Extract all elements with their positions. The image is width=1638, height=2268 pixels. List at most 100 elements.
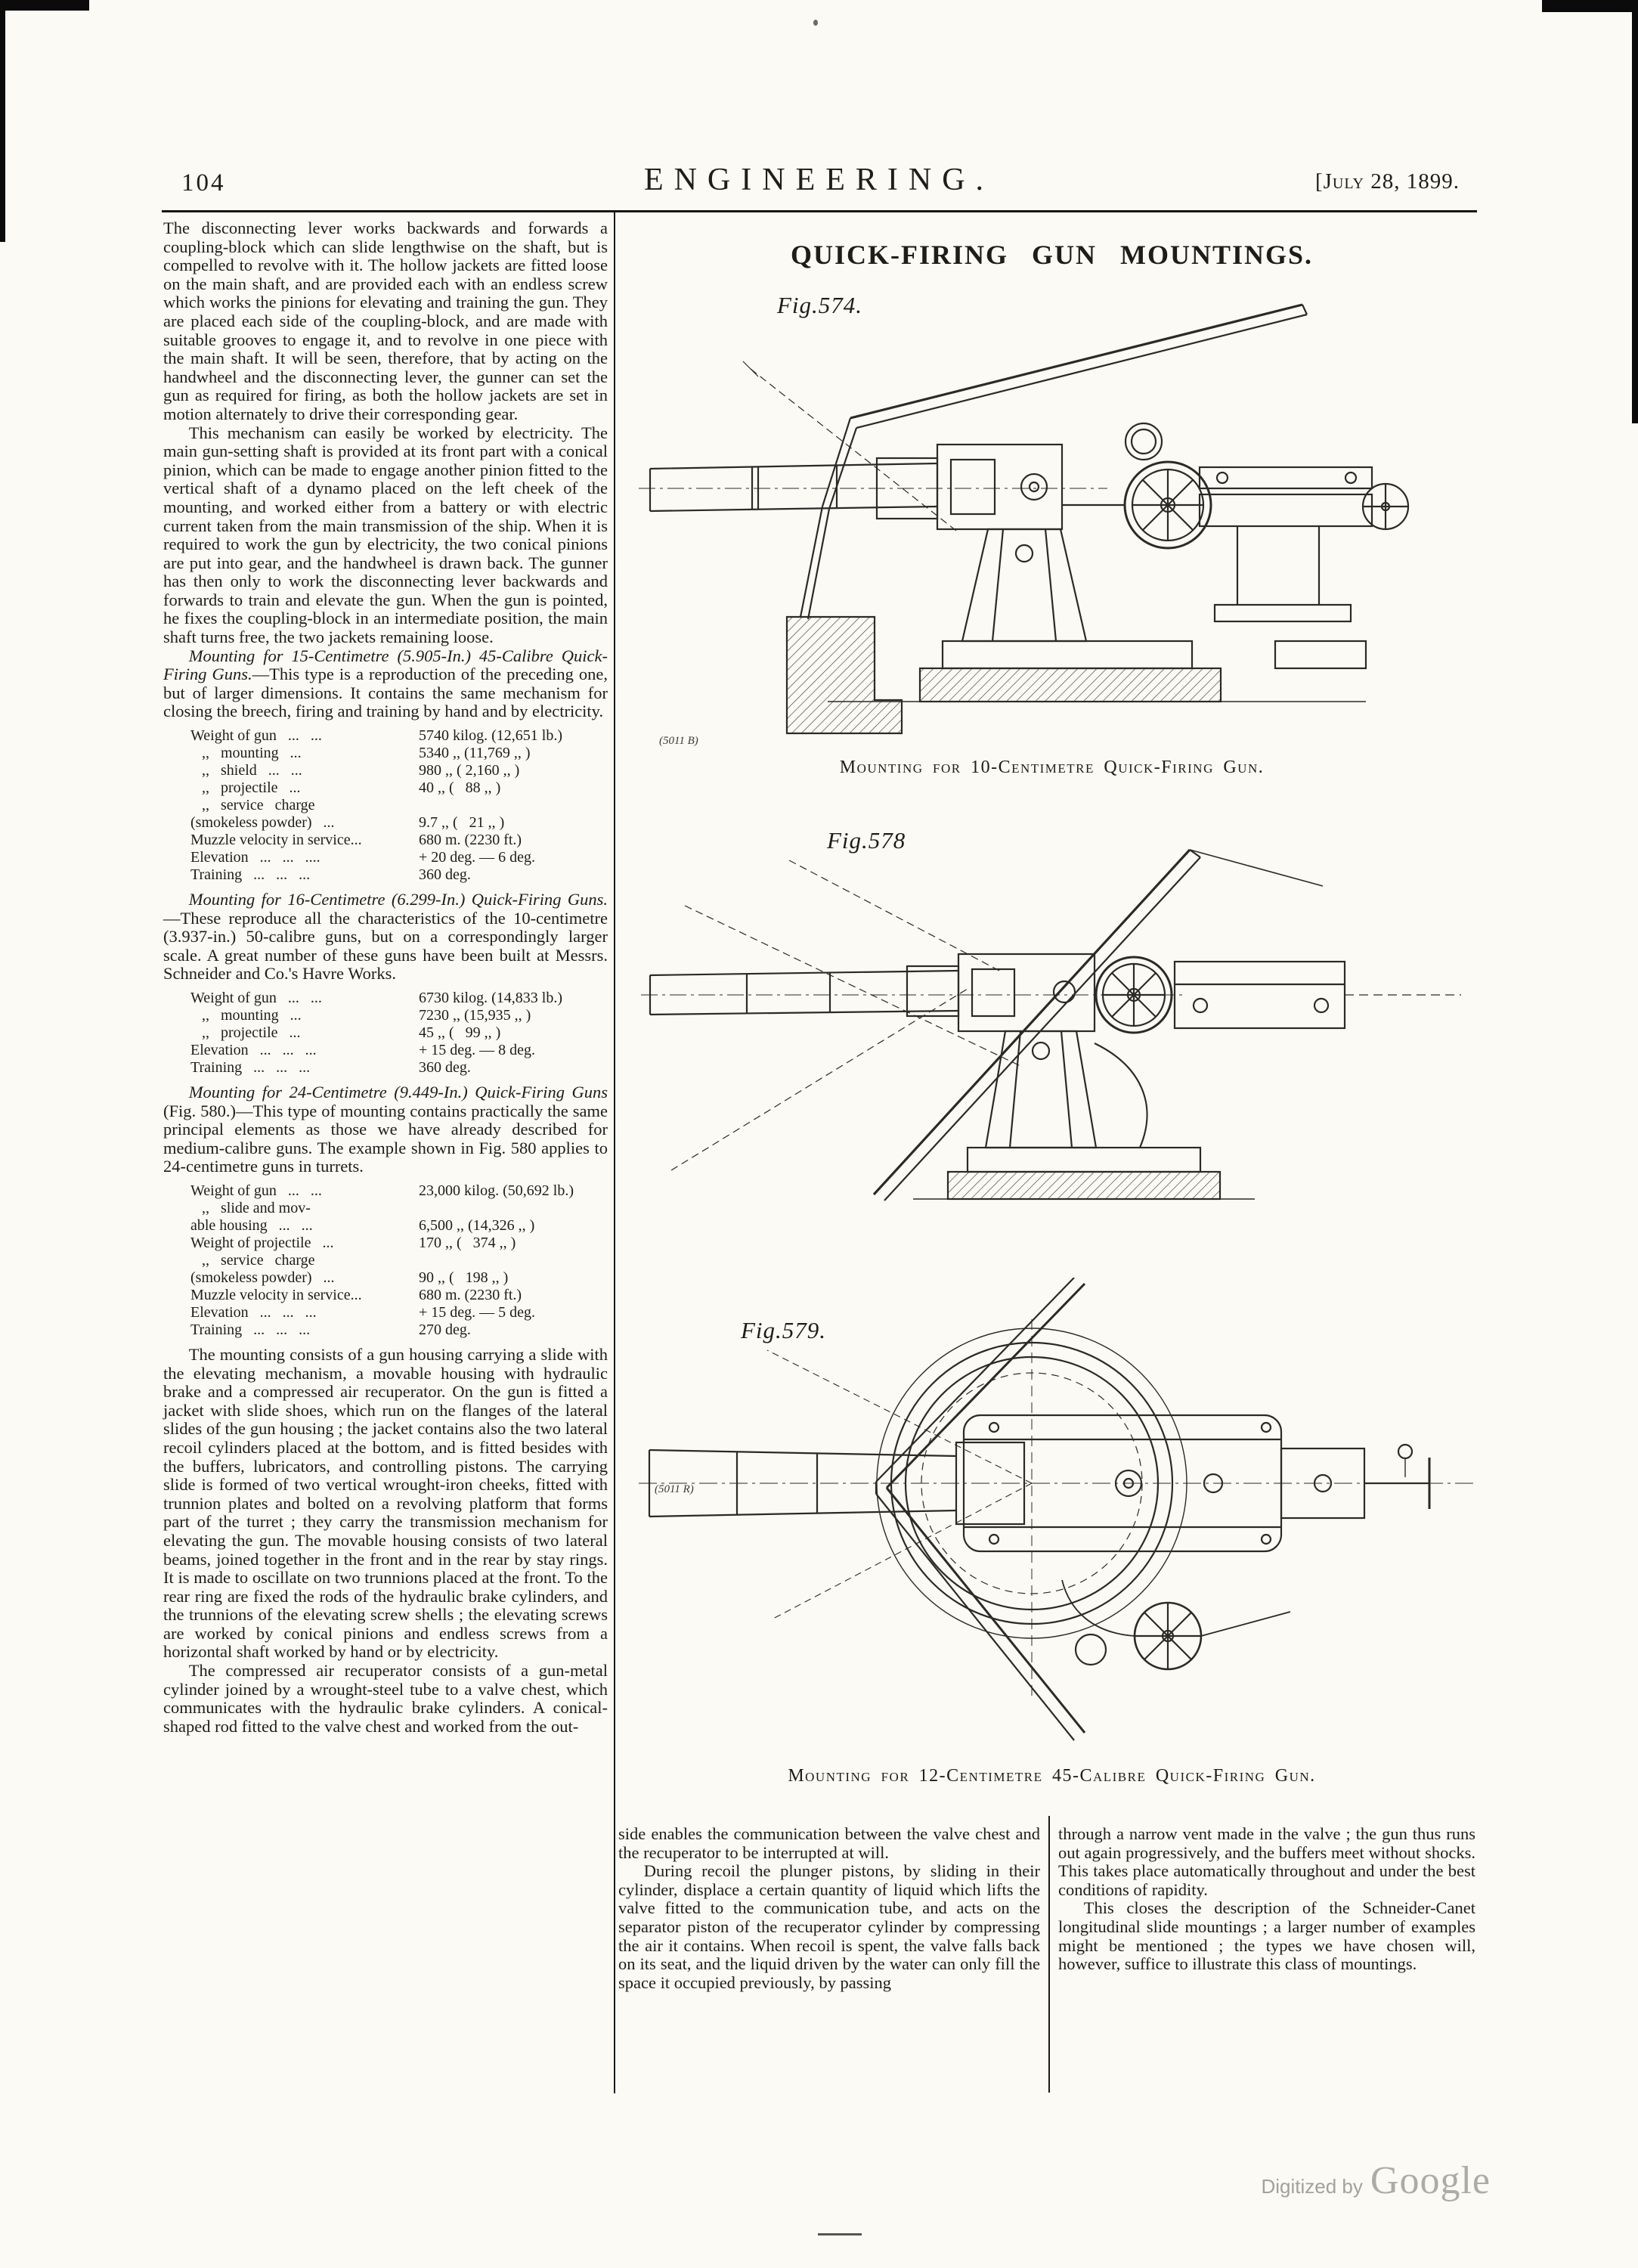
section-heading-15cm: Mounting for 15-Centimetre (5.905-In.) 4… [163, 646, 608, 684]
table-value [419, 1200, 608, 1217]
paragraph: side enables the communication between t… [618, 1824, 1040, 1862]
table-row: ,, mounting ... 5340 ,, (11,769 ,, ) [190, 745, 608, 762]
table-label: Muzzle velocity in service... [190, 832, 362, 849]
table-row: ,, projectile ...40 ,, ( 88 ,, ) [190, 779, 608, 797]
paragraph-text: —This type is a reproduction of the prec… [163, 665, 608, 721]
paragraph: During recoil the plunger pistons, by sl… [618, 1861, 1040, 1992]
table-value: 680 m. (2230 ft.) [419, 1286, 522, 1303]
table-label: ,, service charge [190, 797, 315, 814]
paragraph: The mounting consists of a gun housing c… [163, 1344, 608, 1662]
table-value: + 15 deg. — 8 deg. [419, 1042, 536, 1058]
figure-579-plate-mark: (5011 R) [655, 1483, 694, 1495]
table-row: ,, projectile ... 45 ,, ( 99 ,, ) [190, 1024, 608, 1042]
table-label: Muzzle velocity in service... [190, 1286, 362, 1303]
figure-574-plate-mark: (5011 B) [659, 735, 698, 747]
table-label: Weight of projectile ... [190, 1234, 334, 1251]
table-value: 360 deg. [419, 1059, 471, 1076]
scan-edge-artifact [0, 0, 5, 242]
spec-table-16cm: Weight of gun ... ... 6730 kilog. (14,833… [190, 990, 608, 1077]
table-label: ,, shield ... ... [190, 762, 302, 779]
paragraph: The disconnecting lever works backwards … [163, 218, 608, 423]
google-logo: Google [1370, 2159, 1491, 2202]
table-row: Muzzle velocity in service... 680 m. (223… [190, 1287, 608, 1304]
table-value: + 20 deg. — 6 deg. [419, 849, 536, 866]
header-rule [162, 210, 1477, 212]
table-value [419, 1252, 608, 1269]
table-label: Training ... ... ... [190, 1059, 311, 1076]
column-divider [614, 212, 615, 2093]
table-row: Training ... ... ... 360 deg. [190, 1059, 608, 1077]
table-row: Training ... ... ... 360 deg. [190, 866, 608, 884]
table-label: Elevation ... ... ... [190, 1042, 317, 1058]
table-value: 40 ,, ( 88 ,, ) [419, 779, 501, 797]
issue-date: [July 28, 1899. [1314, 169, 1460, 194]
figure-579-label: Fig.579. [741, 1317, 827, 1343]
paragraph: Mounting for 24-Centimetre (9.449-In.) Q… [163, 1083, 608, 1176]
table-row: Elevation ... ... ... + 15 deg. — 5 deg. [190, 1304, 608, 1321]
table-row: Muzzle velocity in service... 680 m. (223… [190, 832, 608, 849]
table-value: 9.7 ,, ( 21 ,, ) [419, 814, 505, 832]
scan-mark-artifact [818, 2233, 862, 2235]
table-row: ,, shield ... ...980 ,, ( 2,160 ,, ) [190, 762, 608, 779]
paragraph-text: (Fig. 580.)—This type of mounting contai… [163, 1101, 608, 1176]
table-value [419, 797, 608, 814]
table-value: 45 ,, ( 99 ,, ) [419, 1024, 501, 1041]
figure-579-caption: Mounting for 12-Centimetre 45-Calibre Qu… [788, 1766, 1316, 1786]
table-value: 5340 ,, (11,769 ,, ) [419, 745, 531, 762]
paragraph: This closes the description of the Schne… [1058, 1898, 1475, 1974]
table-row: Weight of gun ... ...5740 kilog. (12,651… [190, 727, 608, 745]
table-value: 360 deg. [419, 866, 471, 884]
table-row: ,, service charge [190, 1252, 608, 1269]
table-row: Training ... ... ... 270 deg. [190, 1321, 608, 1339]
table-label: Training ... ... ... [190, 866, 311, 884]
scan-speck-artifact [813, 20, 818, 26]
scan-edge-artifact [1632, 0, 1638, 423]
table-label: Training ... ... ... [190, 1321, 311, 1338]
paragraph: through a narrow vent made in the valve … [1058, 1824, 1475, 1899]
scan-edge-artifact [1542, 0, 1638, 12]
table-value: 170 ,, ( 374 ,, ) [419, 1234, 516, 1251]
journal-title: ENGINEERING. [643, 163, 995, 197]
table-value: + 15 deg. — 5 deg. [419, 1303, 536, 1321]
table-label: Weight of gun ... ... [190, 990, 322, 1006]
table-label: ,, service charge [190, 1251, 315, 1269]
table-row: (smokeless powder) ... 90 ,, ( 198 ,, ) [190, 1269, 608, 1287]
spec-table-15cm: Weight of gun ... ...5740 kilog. (12,651… [190, 727, 608, 884]
table-row: Weight of gun ... ...23,000 kilog. (50,6… [190, 1182, 608, 1200]
section-heading-24cm: Mounting for 24-Centimetre (9.449-In.) Q… [188, 1083, 608, 1101]
table-label: ,, mounting ... [190, 745, 302, 762]
figure-578-label: Fig.578 [827, 827, 906, 854]
bottom-middle-column: side enables the communication between t… [618, 1824, 1040, 1992]
table-value: 680 m. (2230 ft.) [419, 832, 522, 849]
figure-578-drawing [641, 848, 1461, 1201]
spec-table-24cm: Weight of gun ... ...23,000 kilog. (50,6… [190, 1182, 608, 1339]
table-label: ,, projectile ... [190, 1024, 301, 1041]
table-label: (smokeless powder) ... [190, 1269, 335, 1286]
paragraph: This mechanism can easily be worked by e… [163, 423, 608, 647]
table-label: Weight of gun ... ... [190, 1182, 322, 1199]
page-number: 104 [181, 169, 226, 197]
figure-574-label: Fig.574. [777, 292, 863, 318]
table-row: Weight of gun ... ... 6730 kilog. (14,833… [190, 990, 608, 1007]
paragraph: The compressed air recuperator consists … [163, 1661, 608, 1736]
table-label: Weight of gun ... ... [190, 727, 322, 745]
table-value: 90 ,, ( 198 ,, ) [419, 1269, 509, 1286]
column-divider [1048, 1816, 1050, 2093]
section-heading-16cm: Mounting for 16-Centimetre (6.299-In.) Q… [188, 890, 608, 909]
table-label: Elevation ... ... ... [190, 1303, 317, 1321]
figure-579-drawing-plan-view [639, 1278, 1474, 1741]
table-value: 270 deg. [419, 1321, 471, 1338]
paragraph: Mounting for 16-Centimetre (6.299-In.) Q… [163, 890, 608, 984]
paragraph: Mounting for 15-Centimetre (5.905-In.) 4… [163, 646, 608, 721]
digitized-watermark: Digitized by Google [1262, 2158, 1491, 2203]
table-label: ,, mounting ... [190, 1007, 302, 1024]
table-row: Elevation ... ... ... + 15 deg. — 8 deg. [190, 1042, 608, 1059]
table-label: Elevation ... ... .... [190, 849, 320, 866]
table-row: ,, mounting ...7230 ,, (15,935 ,, ) [190, 1007, 608, 1024]
table-value: 6730 kilog. (14,833 lb.) [419, 990, 562, 1006]
article-title: QUICK-FIRING GUN MOUNTINGS. [790, 240, 1314, 270]
table-row: Weight of projectile ... 170 ,, ( 374 ,, … [190, 1235, 608, 1252]
watermark-prefix: Digitized by [1261, 2175, 1363, 2198]
table-label: able housing ... ... [190, 1216, 313, 1234]
